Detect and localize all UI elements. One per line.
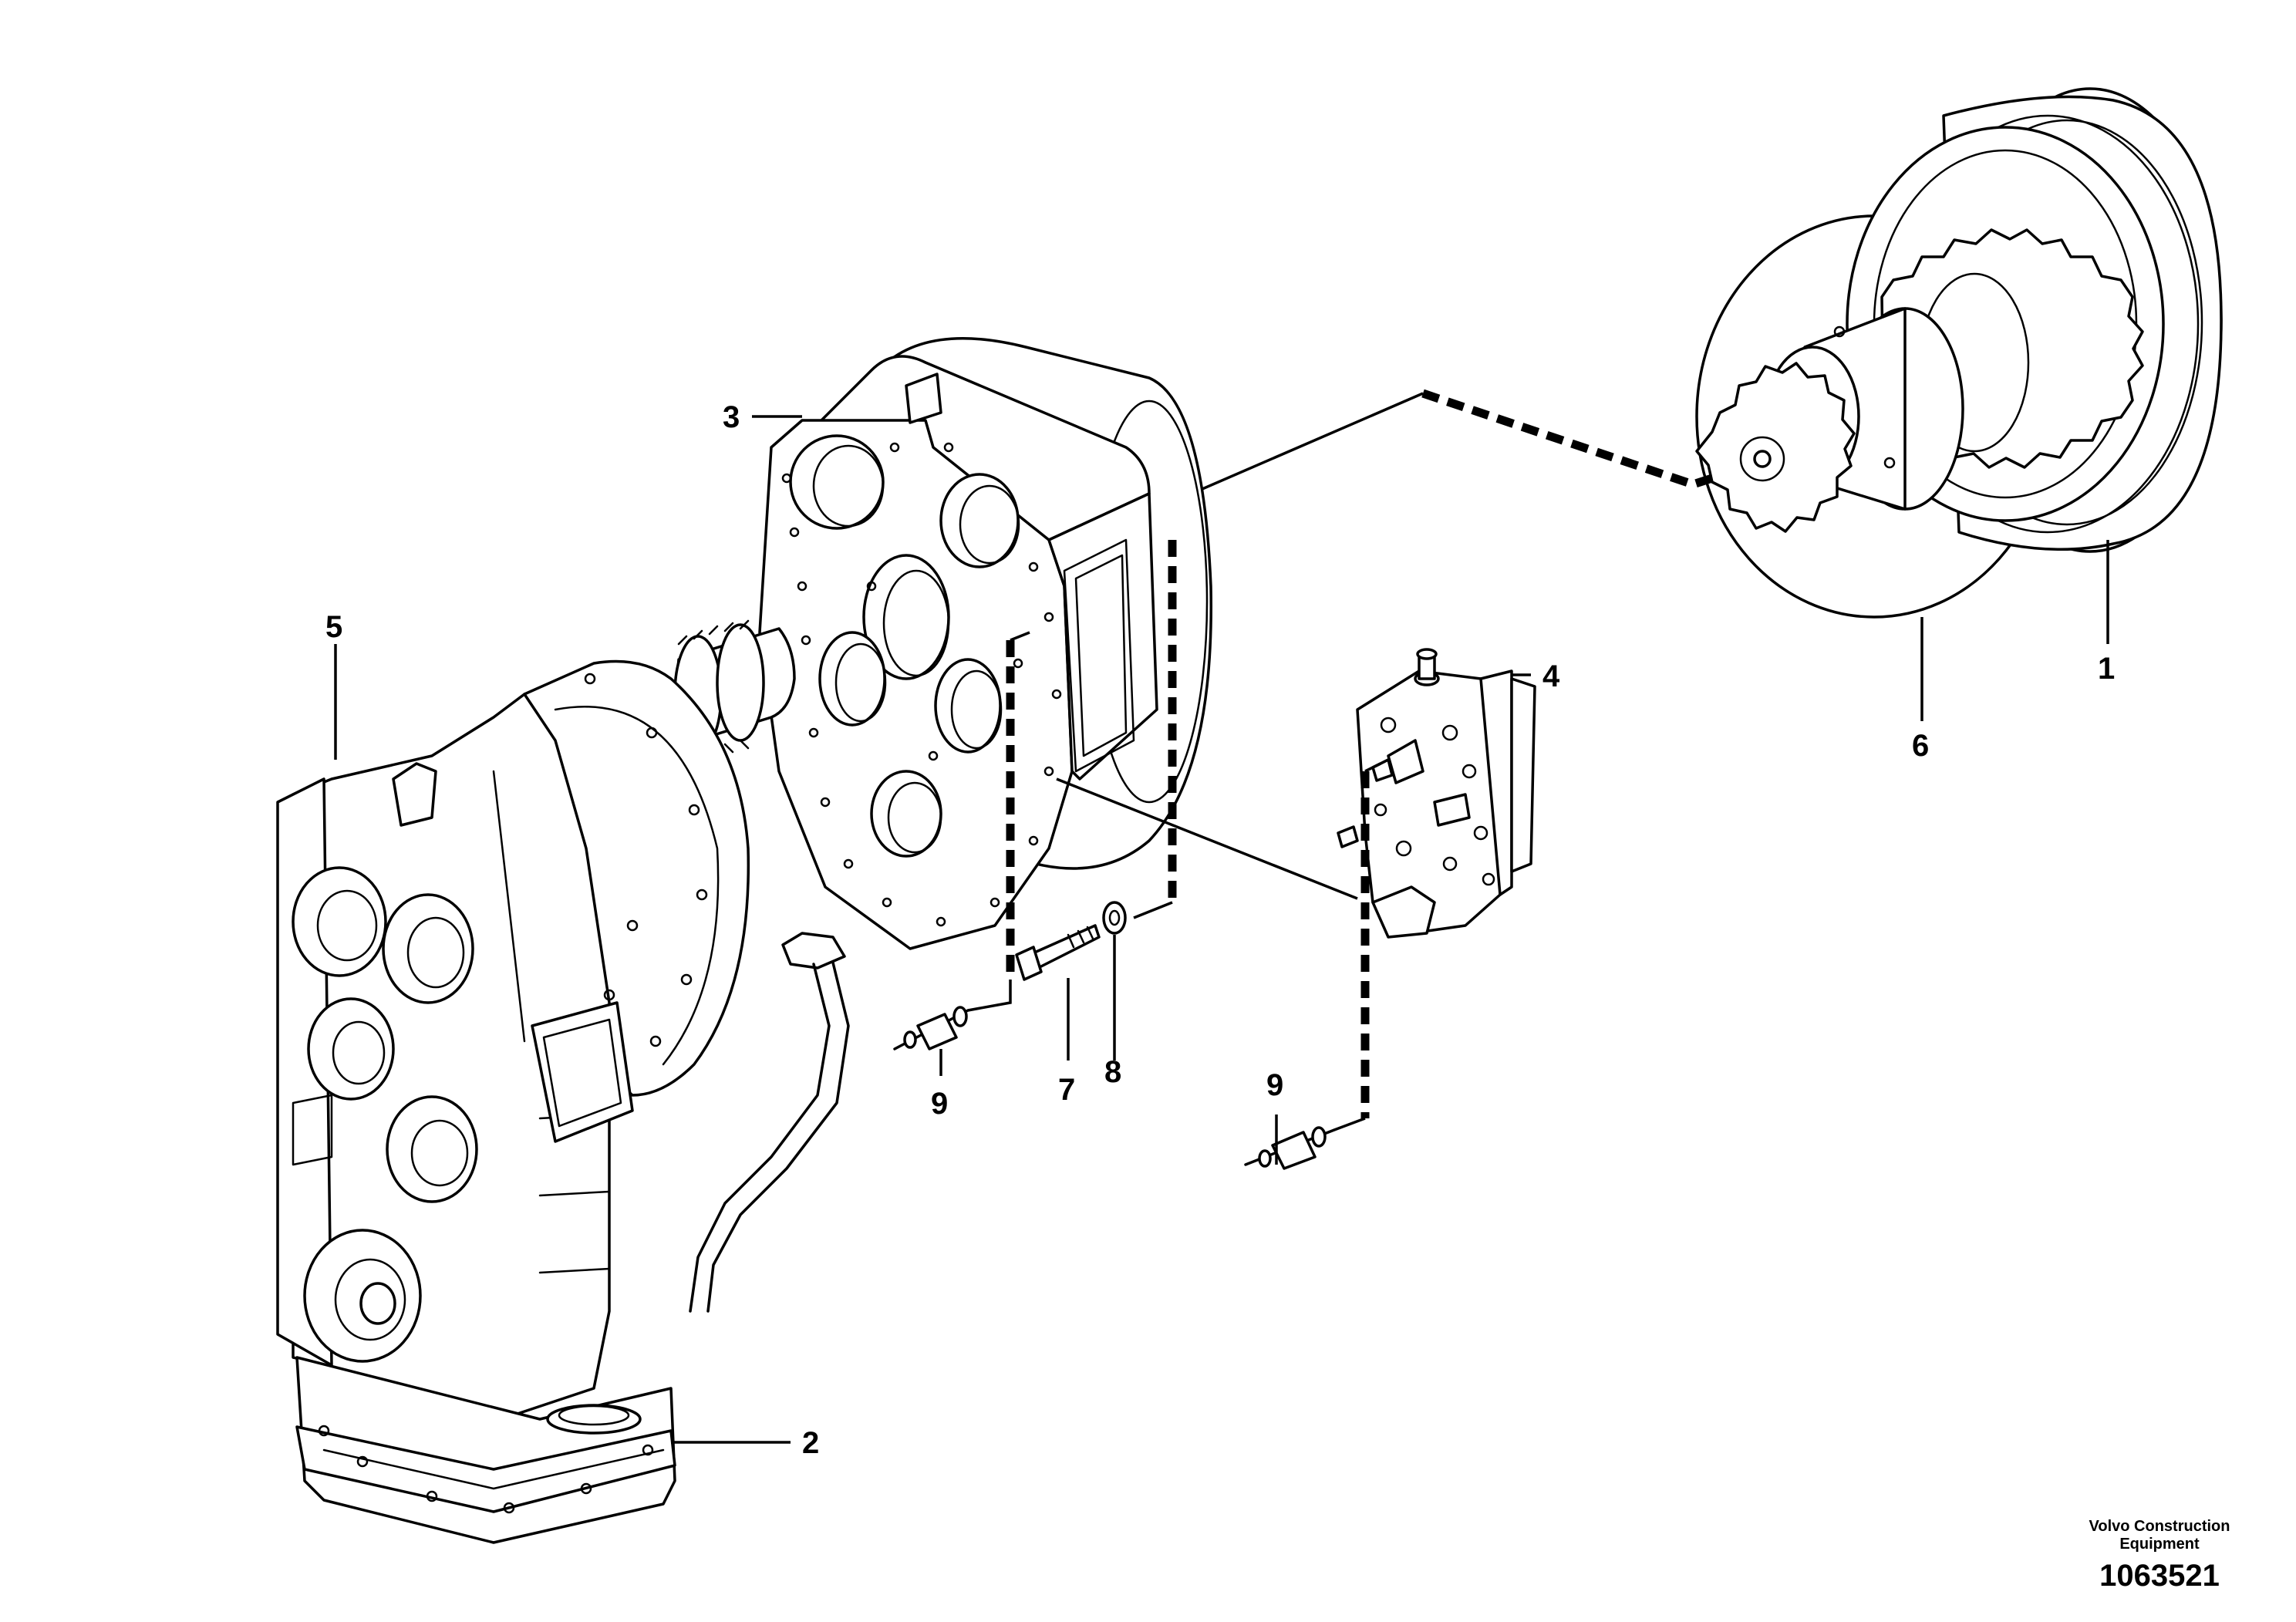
callout-7: 7 bbox=[1058, 1073, 1075, 1107]
part-washer-8 bbox=[1102, 901, 1127, 935]
callout-1: 1 bbox=[2098, 652, 2115, 686]
callout-3: 3 bbox=[723, 400, 740, 434]
callout-4: 4 bbox=[1542, 659, 1560, 693]
publisher-credit-line2: Equipment bbox=[2119, 1536, 2200, 1553]
part-transmission-housing bbox=[276, 659, 750, 1421]
assembly-lines-fasteners bbox=[967, 540, 1381, 1131]
document-number: 1063521 bbox=[2099, 1559, 2220, 1593]
assembly-line-converter bbox=[1191, 389, 1714, 495]
part-bolt-7 bbox=[1015, 924, 1101, 981]
callout-leaders bbox=[334, 415, 2109, 1444]
assembly-line-valve bbox=[1056, 777, 1358, 900]
callout-2: 2 bbox=[802, 1426, 819, 1460]
callout-9-right: 9 bbox=[1266, 1068, 1283, 1102]
callout-8: 8 bbox=[1104, 1055, 1121, 1089]
callout-5: 5 bbox=[325, 610, 342, 644]
part-plug-9b bbox=[1244, 1126, 1336, 1170]
callout-9-left: 9 bbox=[931, 1087, 948, 1121]
part-converter-housing bbox=[669, 337, 1213, 950]
part-plug-9a bbox=[893, 1006, 969, 1050]
part-oil-pipe bbox=[689, 932, 850, 1313]
part-control-valve bbox=[1337, 648, 1536, 939]
part-converter-assembly bbox=[1695, 87, 2223, 619]
callout-6: 6 bbox=[1912, 729, 1929, 763]
publisher-credit-line1: Volvo Construction bbox=[2089, 1518, 2230, 1535]
part-oil-pan bbox=[295, 1356, 676, 1544]
